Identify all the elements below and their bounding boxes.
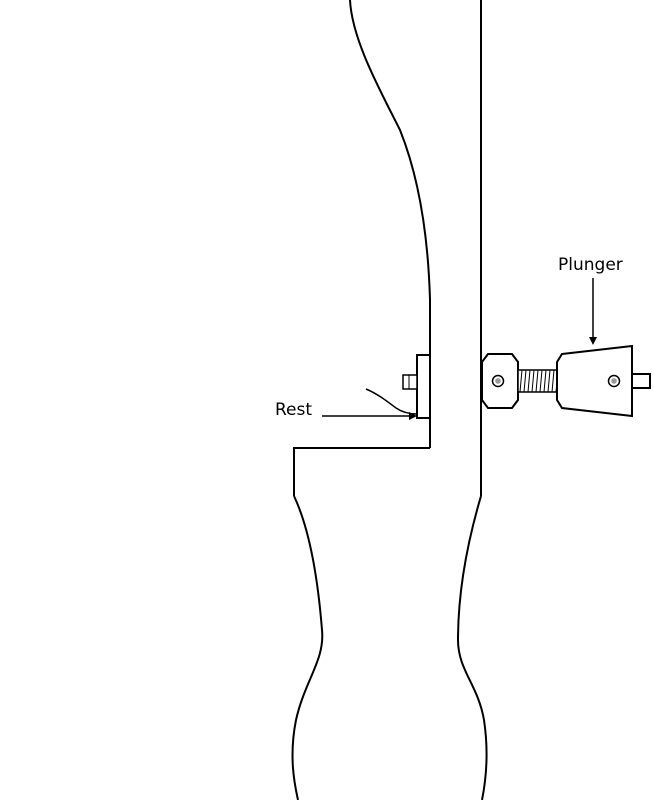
plunger-body: [556, 344, 633, 418]
plunger-label: Plunger: [558, 255, 623, 275]
plunger-end-cap: [631, 373, 651, 389]
grip-left-edge: [291, 495, 324, 800]
rest-wire: [365, 388, 418, 415]
rest-plate: [416, 354, 431, 419]
rest-label: Rest: [275, 400, 313, 420]
riser-left-edge-upper: [349, 0, 431, 448]
riser-shelf: [293, 447, 430, 496]
grip-right-edge: [456, 495, 488, 800]
rest-nub: [402, 374, 418, 390]
